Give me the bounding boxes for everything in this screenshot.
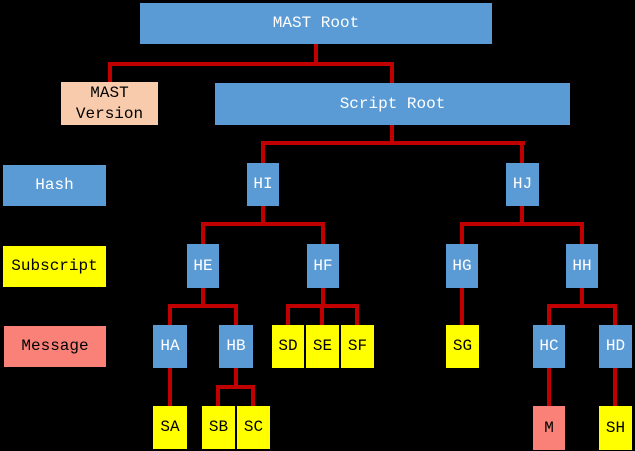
- node-label: Script Root: [339, 94, 446, 113]
- node-sc: SC: [237, 406, 270, 449]
- connector-line: [251, 385, 255, 408]
- connector-line: [286, 304, 290, 327]
- connector-line: [108, 62, 394, 66]
- connector-line: [390, 125, 394, 143]
- node-label: SB: [208, 418, 229, 437]
- node-label: Message: [21, 337, 89, 356]
- connector-line: [320, 304, 324, 327]
- connector-line: [460, 222, 464, 246]
- node-hf: HF: [307, 244, 339, 288]
- node-sg: SG: [446, 325, 479, 368]
- node-label: MAST Version: [75, 84, 144, 123]
- node-message-label: Message: [4, 326, 106, 367]
- node-label: SF: [347, 337, 368, 356]
- node-sd: SD: [272, 325, 304, 368]
- node-hd: HD: [599, 325, 632, 368]
- node-hb: HB: [219, 325, 253, 368]
- connector-line: [321, 288, 325, 306]
- connector-line: [261, 141, 265, 165]
- connector-line: [520, 206, 524, 224]
- connector-line: [580, 288, 584, 306]
- node-sh: SH: [599, 406, 632, 450]
- node-sb: SB: [202, 406, 235, 449]
- node-label: Subscript: [11, 257, 98, 276]
- node-he: HE: [187, 244, 219, 288]
- node-subscript-label: Subscript: [3, 246, 106, 287]
- node-label: HD: [605, 337, 626, 356]
- node-label: SD: [278, 337, 298, 356]
- node-hg: HG: [446, 244, 478, 288]
- connector-line: [613, 368, 617, 408]
- node-se: SE: [306, 325, 339, 368]
- connector-line: [261, 206, 265, 224]
- node-mast-version: MAST Version: [61, 82, 158, 125]
- node-m: M: [533, 406, 565, 450]
- connector-line: [390, 62, 394, 85]
- node-hash-label: Hash: [3, 165, 106, 206]
- connector-line: [355, 304, 359, 327]
- connector-line: [321, 222, 325, 246]
- node-label: MAST Root: [272, 14, 360, 33]
- node-label: HH: [572, 256, 592, 275]
- node-ha: HA: [153, 325, 187, 368]
- node-label: HC: [539, 337, 559, 356]
- connector-line: [460, 222, 584, 226]
- connector-line: [108, 62, 112, 84]
- connector-line: [520, 141, 524, 165]
- node-sa: SA: [153, 406, 187, 449]
- connector-line: [547, 304, 617, 308]
- connector-line: [314, 44, 318, 64]
- node-script-root: Script Root: [215, 83, 570, 125]
- connector-line: [613, 304, 617, 327]
- node-label: HG: [452, 256, 472, 275]
- connector-line: [547, 368, 551, 408]
- node-hc: HC: [533, 325, 565, 368]
- node-label: HE: [193, 256, 213, 275]
- connector-line: [201, 288, 205, 306]
- node-label: SA: [160, 418, 180, 437]
- node-label: HB: [226, 337, 246, 356]
- node-sf: SF: [341, 325, 374, 368]
- node-label: Hash: [35, 176, 74, 195]
- node-label: M: [544, 418, 554, 437]
- node-label: SH: [605, 418, 626, 437]
- connector-line: [168, 304, 172, 327]
- node-label: SE: [312, 337, 333, 356]
- connector-line: [460, 288, 464, 327]
- node-label: HA: [160, 337, 180, 356]
- node-hi: HI: [247, 163, 279, 206]
- node-hj: HJ: [506, 163, 539, 206]
- node-label: HF: [313, 256, 333, 275]
- node-label: SC: [243, 418, 264, 437]
- node-label: HJ: [512, 175, 533, 194]
- connector-line: [261, 141, 525, 145]
- connector-line: [216, 385, 255, 389]
- connector-line: [234, 368, 238, 387]
- connector-line: [234, 304, 238, 327]
- connector-line: [201, 222, 205, 246]
- connector-line: [216, 385, 220, 408]
- connector-line: [547, 304, 551, 327]
- connector-line: [201, 222, 325, 226]
- connector-line: [168, 368, 172, 408]
- connector-line: [580, 222, 584, 246]
- node-label: SG: [452, 337, 473, 356]
- node-mast-root: MAST Root: [140, 3, 492, 44]
- node-hh: HH: [566, 244, 598, 288]
- connector-line: [168, 304, 238, 308]
- node-label: HI: [253, 175, 273, 194]
